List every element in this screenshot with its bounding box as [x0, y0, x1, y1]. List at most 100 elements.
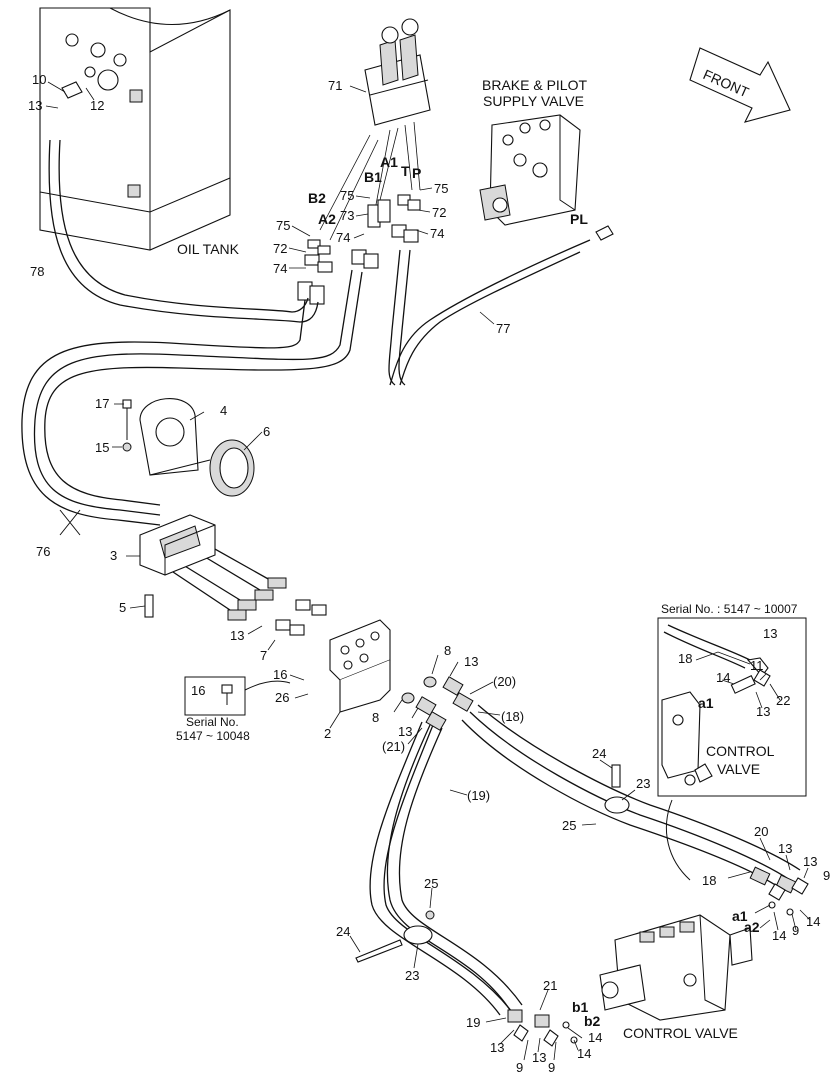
- callout-13: 13: [803, 854, 817, 869]
- caption-control-valve: CONTROL VALVE: [623, 1025, 738, 1041]
- callout-13: 13: [532, 1050, 546, 1065]
- caption-small-box-serial-line1: Serial No.: [186, 715, 239, 729]
- callout-74: 74: [273, 261, 287, 276]
- callout-9: 9: [516, 1060, 523, 1075]
- pointer-arrows: [59, 509, 691, 881]
- caption-oil-tank: OIL TANK: [177, 241, 240, 257]
- pilot-joystick-valve: [364, 18, 431, 126]
- port-a2-lower: a2: [744, 919, 760, 935]
- callout-13: 13: [230, 628, 244, 643]
- bracket-4: [139, 398, 211, 476]
- callout-13: 13: [398, 724, 412, 739]
- callout-75: 75: [340, 188, 354, 203]
- serial-box-16: [184, 676, 291, 716]
- callout-23: 23: [636, 776, 650, 791]
- clamp-23-lower: [355, 910, 435, 963]
- pin-5: [144, 594, 154, 618]
- callout-24: 24: [336, 924, 350, 939]
- callout-14: 14: [588, 1030, 602, 1045]
- callout-7: 7: [260, 648, 267, 663]
- callout-72: 72: [432, 205, 446, 220]
- callout-inset-13: 13: [763, 626, 777, 641]
- callout-78: 78: [30, 264, 44, 279]
- caption-inset-control-line2: VALVE: [717, 761, 760, 777]
- grommet-block-3: [139, 514, 216, 576]
- callout-6: 6: [263, 424, 270, 439]
- seal-6: [209, 439, 255, 497]
- callout-18: 18: [702, 873, 716, 888]
- caption-inset-control-line1: CONTROL: [706, 743, 775, 759]
- caption-brake-valve-line2: SUPPLY VALVE: [483, 93, 584, 109]
- port-b1: B1: [364, 169, 382, 185]
- port-t: T: [401, 163, 410, 179]
- callout-15: 15: [95, 440, 109, 455]
- callout-74: 74: [336, 230, 350, 245]
- callout-21-paren: (21): [382, 739, 405, 754]
- callout-13: 13: [778, 841, 792, 856]
- brake-pilot-supply-valve: [479, 114, 614, 241]
- callout-20: 20: [754, 824, 768, 839]
- callout-9: 9: [792, 923, 799, 938]
- callout-13: 13: [490, 1040, 504, 1055]
- connectors-7: [227, 577, 327, 636]
- callout-75: 75: [276, 218, 290, 233]
- port-a1-lower: a1: [732, 908, 748, 924]
- callout-8: 8: [444, 643, 451, 658]
- callout-74: 74: [430, 226, 444, 241]
- callout-2: 2: [324, 726, 331, 741]
- callout-73: 73: [340, 208, 354, 223]
- port-a1-inset: a1: [698, 695, 714, 711]
- callout-76: 76: [36, 544, 50, 559]
- callout-23: 23: [405, 968, 419, 983]
- bolt-17-washer-15: [122, 399, 132, 452]
- port-p: P: [412, 165, 421, 181]
- callout-inset-11: 11: [750, 658, 764, 673]
- port-b2: B2: [308, 190, 326, 206]
- callout-inset-18: 18: [678, 651, 692, 666]
- control-valve-main: [599, 914, 753, 1021]
- callout-18-paren: (18): [501, 709, 524, 724]
- joystick-fittings: [297, 121, 421, 305]
- caption-small-box-serial-line2: 5147 ~ 10048: [176, 729, 250, 743]
- callout-12: 12: [90, 98, 104, 113]
- callout-4: 4: [220, 403, 227, 418]
- port-a1: A1: [380, 154, 398, 170]
- callout-77: 77: [496, 321, 510, 336]
- callout-75: 75: [434, 181, 448, 196]
- callout-inset-13b: 13: [756, 704, 770, 719]
- caption-inset-serial: Serial No. : 5147 ~ 10007: [661, 602, 798, 616]
- callout-19: 19: [466, 1015, 480, 1030]
- callout-3: 3: [110, 548, 117, 563]
- callout-13: 13: [464, 654, 478, 669]
- oil-tank: [39, 7, 231, 251]
- callout-14: 14: [577, 1046, 591, 1061]
- callout-16-box: 16: [191, 683, 205, 698]
- front-arrow: [689, 47, 791, 123]
- leader-lines: [45, 81, 811, 1061]
- callout-20-paren: (20): [493, 674, 516, 689]
- callout-19-paren: (19): [467, 788, 490, 803]
- end-fittings: [507, 866, 809, 1047]
- callout-inset-22: 22: [776, 693, 790, 708]
- callout-inset-14: 14: [716, 670, 730, 685]
- inset-serial-box: [657, 617, 807, 797]
- callout-5: 5: [119, 600, 126, 615]
- port-b1-lower: b1: [572, 999, 589, 1015]
- hose-lines: [21, 139, 801, 1016]
- callout-9: 9: [823, 868, 830, 883]
- callout-26: 26: [275, 690, 289, 705]
- caption-brake-valve-line1: BRAKE & PILOT: [482, 77, 587, 93]
- callout-9: 9: [548, 1060, 555, 1075]
- callout-25: 25: [424, 876, 438, 891]
- callout-14: 14: [806, 914, 820, 929]
- clamp-23-upper: [604, 764, 630, 814]
- callout-17: 17: [95, 396, 109, 411]
- callout-10: 10: [32, 72, 46, 87]
- callout-71: 71: [328, 78, 342, 93]
- callout-8: 8: [372, 710, 379, 725]
- port-b2-lower: b2: [584, 1013, 601, 1029]
- callout-21: 21: [543, 978, 557, 993]
- port-a2: A2: [318, 211, 336, 227]
- port-pl: PL: [570, 211, 588, 227]
